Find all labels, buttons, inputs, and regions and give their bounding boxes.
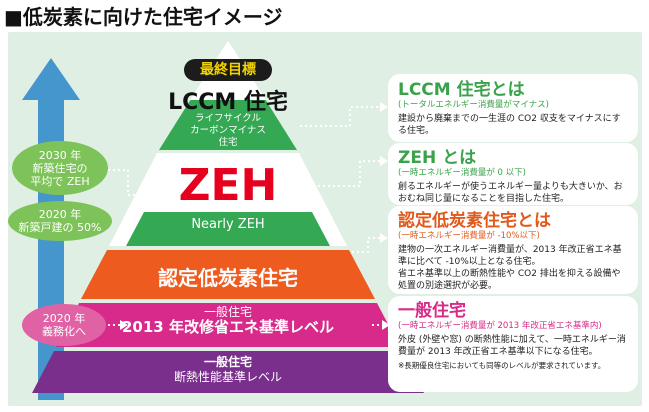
card-ippan-heading: 一般住宅 xyxy=(398,301,466,321)
nearly-zeh-label: Nearly ZEH xyxy=(191,217,265,232)
ippan-2013-label: 一般住宅 2013 年改修省エネ基準レベル xyxy=(120,305,336,335)
card-lccm-heading: LCCM 住宅とは xyxy=(398,80,525,100)
card-ippan-note: ※長期優良住宅においても同等のレベルが要求されています。 xyxy=(398,361,606,370)
tier-nintei-bg xyxy=(81,250,375,299)
ippan-base-line2: 断熱性能基準レベル xyxy=(173,370,282,384)
timeline-arrow-head xyxy=(22,58,80,100)
card-nintei-heading: 認定低炭素住宅とは xyxy=(398,211,551,231)
connector-lccm-arrow xyxy=(380,102,388,112)
page-title: ■低炭素に向けた住宅イメージ xyxy=(4,4,283,29)
card-zeh-body: 創るエネルギーが使うエネルギー量よりも大きいか、おおむね同じ量になることを目指し… xyxy=(398,182,623,204)
label-2020-duty: 2020 年 義務化へ xyxy=(22,304,106,346)
connector-2030-arrow xyxy=(150,190,158,200)
tier-nearly-zeh-band xyxy=(126,212,330,246)
goal-badge: 最終目標 xyxy=(184,59,272,81)
connector-zeh xyxy=(318,160,380,187)
card-ippan-body: 外皮 (外壁や窓) の断熱性能に加えて、一時エネルギー消費量が 2013 年改正… xyxy=(398,335,626,357)
connector-nintei-arrow xyxy=(380,233,388,243)
ippan-2013-line1: 一般住宅 xyxy=(203,305,252,319)
lccm-subtitle: ライフサイクル カーボンマイナス 住宅 xyxy=(190,113,266,148)
label-2020-half-text: 2020 年 新築戸建の 50% xyxy=(18,208,102,234)
connector-nintei xyxy=(352,237,380,253)
label-2030-zeh: 2030 年 新築住宅の 平均で ZEH xyxy=(12,141,108,195)
card-lccm-subheading: (トータルエネルギー消費量がマイナス) xyxy=(398,100,549,110)
ippan-2013-line2: 2013 年改修省エネ基準レベル xyxy=(122,318,334,336)
card-zeh-heading: ZEH とは xyxy=(398,148,477,168)
connector-zeh-arrow xyxy=(380,156,388,166)
card-ippan-subheading: (一時エネルギー消費量が 2013 年改正省エネ基準内) xyxy=(398,321,602,331)
zeh-title: ZEH xyxy=(178,160,278,211)
label-2020-half: 2020 年 新築戸建の 50% xyxy=(8,201,112,241)
tier-ippan-base-bg xyxy=(32,351,424,393)
connector-2020-duty-arrow xyxy=(120,320,128,330)
connector-2030 xyxy=(108,169,150,196)
tier-ippan-2013-bg xyxy=(56,303,400,347)
card-lccm: LCCM 住宅とは (トータルエネルギー消費量がマイナス) 建設から廃棄までの一… xyxy=(388,74,638,142)
label-2030-text: 2030 年 新築住宅の 平均で ZEH xyxy=(30,148,90,188)
nintei-title: 認定低炭素住宅 xyxy=(158,266,298,290)
label-2020-duty-text: 2020 年 義務化へ xyxy=(42,312,86,338)
card-ippan: 一般住宅 (一時エネルギー消費量が 2013 年改正省エネ基準内) 外皮 (外壁… xyxy=(388,296,638,392)
connector-lccm xyxy=(300,106,380,127)
card-nintei-body: 建物の一次エネルギー消費量が、2013 年改正省エネ基準に比べて -10%以上と… xyxy=(398,245,622,291)
ippan-base-line1: 一般住宅 xyxy=(203,355,252,369)
card-zeh-subheading: (一時エネルギー消費量が 0 以下) xyxy=(398,168,526,178)
lccm-title: LCCM 住宅 xyxy=(168,90,288,115)
ippan-base-label: 一般住宅 断熱性能基準レベル xyxy=(110,355,346,385)
card-zeh: ZEH とは (一時エネルギー消費量が 0 以下) 創るエネルギーが使うエネルギ… xyxy=(388,143,638,205)
connector-ippan-arrow xyxy=(382,320,390,330)
card-nintei: 認定低炭素住宅とは (一時エネルギー消費量が -10%以下) 建物の一次エネルギ… xyxy=(388,206,638,294)
card-nintei-subheading: (一時エネルギー消費量が -10%以下) xyxy=(398,231,540,241)
card-lccm-body: 建設から廃棄までの一生涯の CO2 収支をマイナスにする住宅。 xyxy=(398,114,621,136)
